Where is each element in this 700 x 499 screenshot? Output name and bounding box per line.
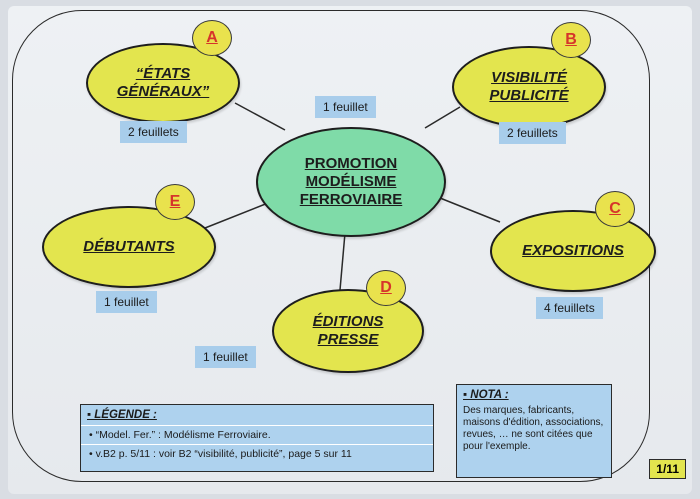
nota-box: ▪ NOTA : Des marques, fabricants, maison… [456,384,612,478]
nota-text: Des marques, fabricants, maisons d'éditi… [463,405,604,452]
node-b-line2: PUBLICITÉ [489,87,569,104]
badge-c: C [595,191,635,227]
nota-title: ▪ NOTA : [463,389,509,401]
legend-line1: • “Model. Fer.” : Modélisme Ferroviaire. [81,425,433,444]
node-d: ÉDITIONS PRESSE [272,289,424,373]
connector-e [204,202,269,229]
center-node: PROMOTION MODÉLISME FERROVIAIRE [256,127,446,237]
node-a-line2: GÉNÉRAUX” [116,83,210,100]
tag-c: 4 feuillets [536,297,603,319]
node-a-line1: “ÉTATS [135,65,191,82]
node-b-line1: VISIBILITÉ [491,69,567,86]
connector-d [339,232,346,291]
badge-d: D [366,270,406,306]
center-tag: 1 feuillet [315,96,376,118]
node-b: VISIBILITÉ PUBLICITÉ [452,46,606,128]
center-line1: PROMOTION [304,155,398,172]
legend-title: ▪ LÉGENDE : [87,409,157,421]
tag-d: 1 feuillet [195,346,256,368]
legend-line2: • v.B2 p. 5/11 : voir B2 “visibilité, pu… [81,444,433,463]
node-e: DÉBUTANTS [42,206,216,288]
tag-e: 1 feuillet [96,291,157,313]
badge-e: E [155,184,195,220]
badge-b: B [551,22,591,58]
legend-box: ▪ LÉGENDE : • “Model. Fer.” : Modélisme … [80,404,434,472]
node-d-line1: ÉDITIONS [312,313,384,330]
connector-c [439,197,501,223]
badge-a: A [192,20,232,56]
node-e-line1: DÉBUTANTS [83,238,175,255]
center-line3: FERROVIAIRE [299,191,403,208]
tag-b: 2 feuillets [499,122,566,144]
page-number: 1/11 [649,459,686,479]
node-c: EXPOSITIONS [490,210,656,292]
connector-b [424,106,461,129]
connector-a [234,102,286,131]
node-d-line2: PRESSE [317,331,379,348]
center-line2: MODÉLISME [305,173,397,190]
tag-a: 2 feuillets [120,121,187,143]
node-a: “ÉTATS GÉNÉRAUX” [86,43,240,123]
node-c-line1: EXPOSITIONS [522,242,624,259]
